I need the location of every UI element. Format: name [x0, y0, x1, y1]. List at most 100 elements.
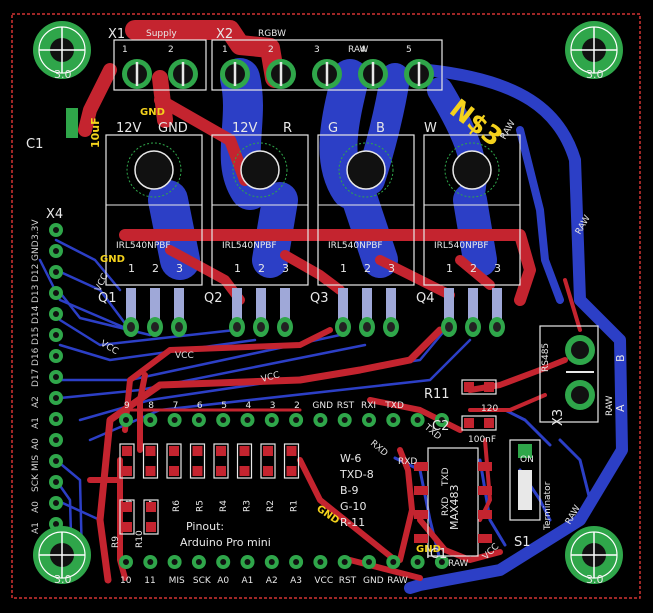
- r11-pad-a: [464, 382, 474, 392]
- x4-pin-label: GND: [31, 240, 41, 261]
- x3-label-b: B: [614, 354, 627, 362]
- arduino-bottom-drill: [390, 559, 397, 565]
- x4-pin-label: A0: [31, 501, 41, 513]
- arduino-bottom-drill: [244, 559, 251, 565]
- resistor-pad: [286, 466, 297, 476]
- x2-pin-number: 1: [222, 45, 228, 55]
- arduino-top-label: TXD: [384, 401, 404, 411]
- gnd-label-2: GND: [140, 107, 165, 118]
- mosfet-pin-number: 3: [494, 262, 501, 275]
- x2-terminal-label: 12V: [232, 121, 258, 136]
- mosfet-pin-number: 3: [388, 262, 395, 275]
- arduino-bottom-drill: [438, 559, 445, 565]
- x1-terminal-label: 12V: [116, 121, 142, 136]
- pinout-title: Pinout:: [186, 520, 224, 533]
- mosfet-heatsink-ring: [338, 142, 394, 198]
- c2-pad-a: [464, 418, 474, 428]
- ic1-rxd-pin: RXD: [441, 497, 451, 516]
- ic1-pad: [414, 486, 428, 495]
- mosfet-drill: [257, 322, 265, 332]
- c1-name: C1: [26, 137, 43, 152]
- arduino-bottom-drill: [366, 559, 372, 565]
- arduino-top-drill: [317, 417, 324, 423]
- resistor-body: [213, 443, 229, 479]
- resistor-body: [260, 443, 276, 479]
- mosfet-drill: [175, 322, 183, 332]
- x2-outline: [211, 39, 443, 91]
- mosfet-body: [211, 134, 309, 286]
- ic1-pad: [478, 462, 492, 471]
- s1-name: S1: [514, 535, 531, 550]
- x3-raw: RAW: [605, 395, 615, 416]
- x4-pin-label: D12: [31, 264, 41, 282]
- x4-pin-label: SCK: [31, 473, 41, 492]
- mosfet-leg: [280, 288, 290, 322]
- arduino-bottom-label: A1: [242, 576, 254, 586]
- mosfet-pin-number: 2: [470, 262, 477, 275]
- resistor-array: R8R7R6R5R4R3R2R1: [119, 443, 300, 512]
- arduino-top-label: 7: [173, 401, 179, 411]
- mosfet-pin-number: 2: [152, 262, 159, 275]
- resistor-body: [143, 499, 159, 535]
- c1-value: 10uF: [89, 117, 102, 148]
- mosfet-drill: [387, 322, 395, 332]
- arduino-bottom-drill: [317, 559, 324, 565]
- mosfet-drill: [493, 322, 501, 332]
- resistor-pad: [263, 466, 273, 476]
- arduino-top-drill: [244, 417, 251, 423]
- resistor-pad: [122, 466, 132, 476]
- resistor-name: R5: [196, 500, 206, 512]
- arduino-bottom-label: RAW: [387, 576, 408, 586]
- mosfet-name: Q1: [98, 291, 117, 306]
- x3-drill-b: [571, 341, 589, 359]
- x1-label: Supply: [146, 29, 177, 39]
- mount-hole-size: 3.0: [586, 573, 604, 586]
- ic1-pad: [414, 534, 428, 543]
- arduino-top-drill: [366, 417, 372, 423]
- c2-body: [461, 415, 497, 431]
- mosfet-mount-hole: [240, 150, 280, 190]
- resistor-body: [119, 499, 135, 535]
- arduino-bottom-label: GND: [363, 576, 384, 586]
- arduino-bottom-label: A0: [217, 576, 229, 586]
- mount-hole-size: 3.0: [586, 68, 604, 81]
- resistor-name: R2: [266, 500, 276, 512]
- resistor-pad: [192, 446, 203, 456]
- x4-header-pads: [49, 223, 63, 531]
- arduino-top-drill: [390, 417, 397, 423]
- raw-label-ic: RAW: [448, 559, 469, 569]
- arduino-bottom-drill: [220, 559, 227, 565]
- vcc-label-3: VCC: [175, 351, 194, 361]
- resistor-name: R4: [219, 500, 229, 512]
- resistor-pad: [122, 446, 132, 456]
- mosfet-pin-number: 1: [340, 262, 347, 275]
- arduino-top-label: 4: [246, 401, 252, 411]
- mosfet-drill: [233, 322, 241, 332]
- arduino-top-drill: [171, 417, 178, 423]
- gnd-label-1: GND: [100, 254, 125, 265]
- x4-pin-label: D15: [31, 327, 41, 345]
- x4-drill: [53, 458, 59, 464]
- x4-drill: [53, 416, 59, 422]
- arduino-bottom-label: SCK: [193, 576, 212, 586]
- arduino-bottom-label: VCC: [314, 576, 333, 586]
- arduino-bottom-label: 11: [144, 576, 155, 586]
- x2-pin-number: 5: [406, 45, 412, 55]
- x1-terminal-label: GND: [158, 121, 188, 136]
- mosfet-leg: [338, 288, 348, 322]
- arduino-bottom-drill: [171, 559, 178, 565]
- ic1-rxd-side: RXD: [398, 457, 417, 467]
- arduino-top-drill: [414, 417, 421, 423]
- r11-value: 120: [481, 404, 498, 414]
- s1-actuator[interactable]: [518, 470, 532, 510]
- resistor-pad: [263, 446, 273, 456]
- arduino-bottom-label: 10: [120, 576, 132, 586]
- mount-hole-size: 3.0: [54, 573, 72, 586]
- x1-pin-number: 2: [168, 45, 174, 55]
- mosfet-heatsink-ring: [444, 142, 500, 198]
- mosfet-pin-number: 3: [282, 262, 289, 275]
- arduino-top-drill: [123, 417, 129, 423]
